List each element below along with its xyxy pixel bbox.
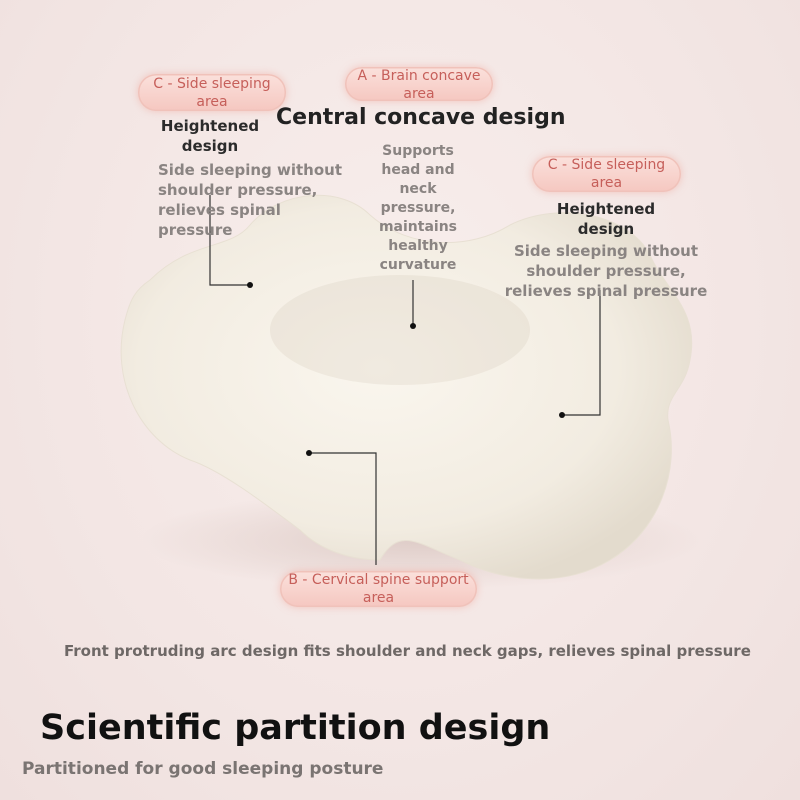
title-heightened-left: Heightened design: [160, 117, 260, 155]
marker-dot-center: [410, 323, 416, 329]
badge-cervical-spine: B - Cervical spine support area: [280, 571, 477, 607]
desc-side-sleeping-left: Side sleeping without shoulder pressure,…: [158, 161, 343, 239]
badge-side-sleeping-left-text: C - Side sleeping area: [153, 76, 271, 110]
badge-brain-concave: A - Brain concave area: [345, 67, 493, 102]
marker-dot-left: [247, 282, 253, 288]
footer-title: Scientific partition design: [40, 708, 551, 748]
pillow-shape: [120, 194, 693, 580]
badge-brain-concave-text: A - Brain concave area: [357, 68, 481, 102]
title-heightened-right: Heightened design: [556, 200, 656, 238]
title-central-concave: Central concave design: [276, 105, 566, 130]
leader-line-right: [562, 290, 601, 416]
badge-side-sleeping-right: C - Side sleeping area: [532, 156, 681, 192]
badge-cervical-spine-text: B - Cervical spine support area: [288, 572, 469, 606]
concave-area: [270, 275, 530, 385]
desc-front-arc: Front protruding arc design fits shoulde…: [64, 642, 751, 660]
desc-side-sleeping-right: Side sleeping without shoulder pressure,…: [504, 242, 708, 300]
badge-side-sleeping-right-text: C - Side sleeping area: [547, 157, 666, 191]
leader-line-left: [209, 195, 250, 286]
badge-side-sleeping-left: C - Side sleeping area: [138, 74, 286, 111]
leader-line-bottom: [309, 452, 377, 565]
marker-dot-bottom: [306, 450, 312, 456]
desc-brain-concave: Supports head and neck pressure, maintai…: [378, 143, 458, 273]
marker-dot-right: [559, 412, 565, 418]
footer-subtitle: Partitioned for good sleeping posture: [22, 759, 384, 779]
